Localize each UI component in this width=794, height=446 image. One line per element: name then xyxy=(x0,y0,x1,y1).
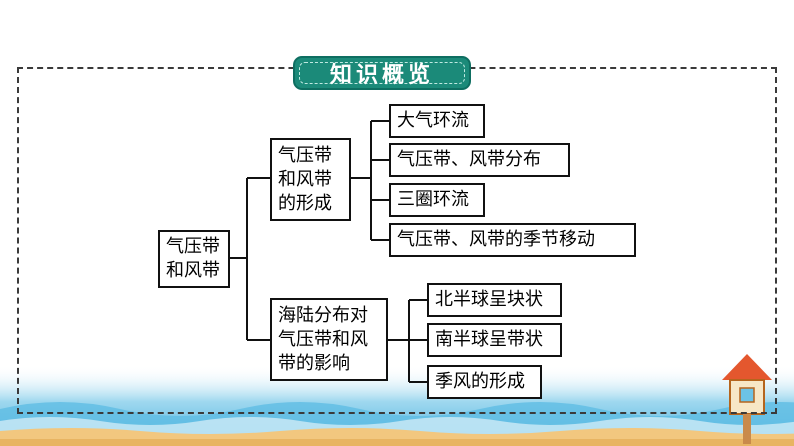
branch2-child-3: 季风的形成 xyxy=(427,365,542,399)
branch2-child-2-label: 南半球呈带状 xyxy=(435,328,560,352)
branch2-child-2: 南半球呈带状 xyxy=(427,323,562,357)
branch1-child-3: 三圈环流 xyxy=(389,183,485,217)
branch2-child-1: 北半球呈块状 xyxy=(427,283,562,317)
branch2-child-3-label: 季风的形成 xyxy=(435,370,540,394)
branch1-line-3: 的形成 xyxy=(278,192,349,216)
root-line-1: 气压带 xyxy=(166,235,228,259)
branch1-child-4-label: 气压带、风带的季节移动 xyxy=(397,228,634,252)
branch2-line-1: 海陆分布对 xyxy=(278,304,386,328)
branch1-child-2-label: 气压带、风带分布 xyxy=(397,148,568,172)
branch2-line-3: 带的影响 xyxy=(278,352,386,376)
branch1-child-3-label: 三圈环流 xyxy=(397,188,483,212)
root-line-2: 和风带 xyxy=(166,259,228,283)
branch2-child-1-label: 北半球呈块状 xyxy=(435,288,560,312)
branch1-child-4: 气压带、风带的季节移动 xyxy=(389,223,636,257)
branch1-child-2: 气压带、风带分布 xyxy=(389,143,570,177)
branch1-child-1: 大气环流 xyxy=(389,104,485,138)
branch2-line-2: 气压带和风 xyxy=(278,328,386,352)
root-node: 气压带 和风带 xyxy=(158,230,230,288)
branch1-line-2: 和风带 xyxy=(278,168,349,192)
branch1-line-1: 气压带 xyxy=(278,144,349,168)
branch1-child-1-label: 大气环流 xyxy=(397,109,483,133)
branch1-node: 气压带 和风带 的形成 xyxy=(270,138,351,221)
branch2-node: 海陆分布对 气压带和风 带的影响 xyxy=(270,298,388,381)
